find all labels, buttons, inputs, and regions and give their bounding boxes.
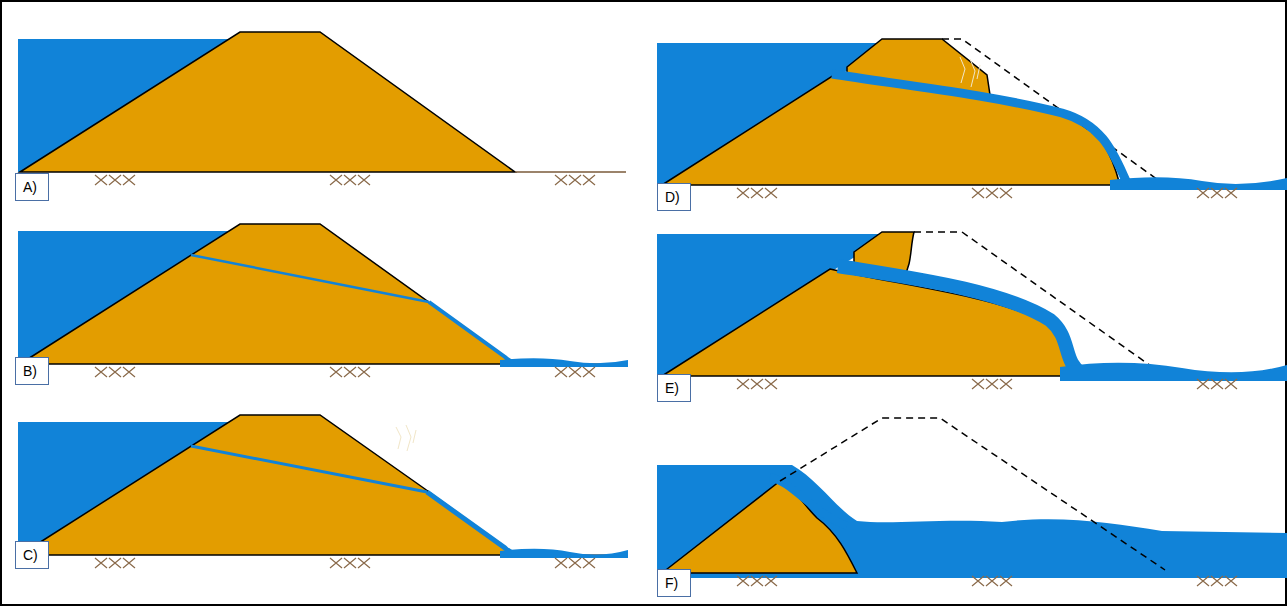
hatch-mark bbox=[1211, 379, 1223, 389]
hatch-mark bbox=[1197, 379, 1209, 389]
hatch-mark bbox=[344, 367, 356, 377]
hatch-mark bbox=[569, 175, 581, 185]
hatch-mark bbox=[344, 175, 356, 185]
panel-letter: B) bbox=[23, 359, 37, 383]
hatch-mark bbox=[986, 188, 998, 198]
panel-e bbox=[657, 232, 1287, 381]
hatch-mark bbox=[358, 175, 370, 185]
panel-letter: F) bbox=[665, 571, 678, 595]
hatch-mark bbox=[1000, 576, 1012, 586]
hatch-mark bbox=[1000, 188, 1012, 198]
hatch-mark bbox=[1000, 379, 1012, 389]
panel-label-box: C) bbox=[15, 541, 49, 569]
hatch-mark bbox=[358, 558, 370, 568]
panel-label-box: E) bbox=[657, 374, 691, 402]
panel-label-box: F) bbox=[657, 569, 691, 597]
hatch-mark bbox=[972, 188, 984, 198]
hatch-mark bbox=[1197, 188, 1209, 198]
hatch-mark bbox=[555, 558, 567, 568]
hatch-mark bbox=[555, 367, 567, 377]
hatch-mark bbox=[569, 558, 581, 568]
hatch-mark bbox=[737, 188, 749, 198]
panel-letter: A) bbox=[23, 175, 37, 199]
hatch-mark bbox=[109, 175, 121, 185]
hatch-mark bbox=[986, 576, 998, 586]
hatch-mark bbox=[583, 367, 595, 377]
hatch-mark bbox=[1225, 188, 1237, 198]
hatch-mark bbox=[109, 558, 121, 568]
hatch-mark bbox=[583, 558, 595, 568]
hatch-mark bbox=[344, 558, 356, 568]
hatch-mark bbox=[1211, 188, 1223, 198]
panel-letter: D) bbox=[665, 185, 680, 209]
panel-label-box: B) bbox=[15, 357, 49, 385]
hatch-mark bbox=[751, 576, 763, 586]
hatch-mark bbox=[330, 558, 342, 568]
hatch-mark bbox=[1225, 379, 1237, 389]
hatch-mark bbox=[1211, 576, 1223, 586]
hatch-mark bbox=[737, 576, 749, 586]
hatch-mark bbox=[583, 175, 595, 185]
hatch-mark bbox=[109, 367, 121, 377]
hatch-mark bbox=[751, 379, 763, 389]
hatch-mark bbox=[1197, 576, 1209, 586]
hatch-mark bbox=[123, 175, 135, 185]
hatch-mark bbox=[569, 367, 581, 377]
hatch-mark bbox=[95, 558, 107, 568]
hatch-mark bbox=[330, 367, 342, 377]
panel-label-box: D) bbox=[657, 183, 691, 211]
panel-c bbox=[18, 415, 628, 558]
hatch-mark bbox=[986, 379, 998, 389]
hatch-mark bbox=[972, 576, 984, 586]
panel-d bbox=[657, 39, 1287, 190]
hatch-mark bbox=[765, 379, 777, 389]
hatch-mark bbox=[737, 379, 749, 389]
hatch-mark bbox=[751, 188, 763, 198]
panel-letter: C) bbox=[23, 543, 38, 567]
panel-b bbox=[18, 224, 628, 367]
hatch-mark bbox=[555, 175, 567, 185]
hatch-mark bbox=[765, 188, 777, 198]
panel-f bbox=[657, 418, 1287, 578]
hatch-mark bbox=[765, 576, 777, 586]
hatch-mark bbox=[95, 367, 107, 377]
hatch-mark bbox=[123, 367, 135, 377]
panel-letter: E) bbox=[665, 376, 679, 400]
hatch-mark bbox=[972, 379, 984, 389]
hatch-mark bbox=[330, 175, 342, 185]
hatch-mark bbox=[123, 558, 135, 568]
ground-hatching bbox=[95, 175, 1237, 586]
panel-a bbox=[18, 32, 626, 172]
panel-label-box: A) bbox=[15, 173, 49, 201]
hatch-mark bbox=[95, 175, 107, 185]
hatch-mark bbox=[1225, 576, 1237, 586]
hatch-mark bbox=[358, 367, 370, 377]
